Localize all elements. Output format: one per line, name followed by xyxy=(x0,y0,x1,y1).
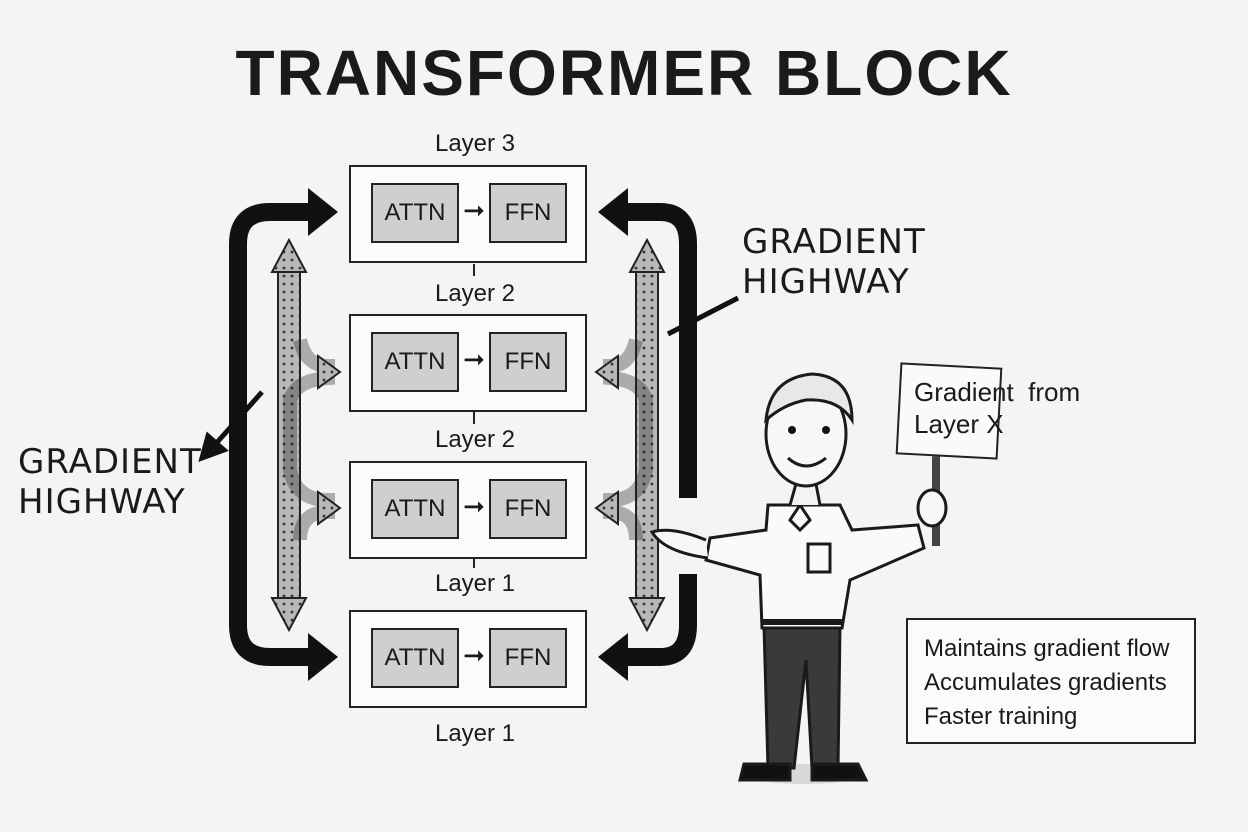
sign-text: Gradient from Layer X xyxy=(914,376,1134,440)
left-highway-arrow xyxy=(229,188,338,681)
highway-label-line: HIGHWAY xyxy=(18,482,186,522)
ffn-box: FFN xyxy=(489,183,567,243)
attn-box: ATTN xyxy=(371,628,459,688)
feature-item: Maintains gradient flow xyxy=(924,635,1170,662)
layer-label: Layer 2 xyxy=(434,426,516,453)
highway-label-line: GRADIENT xyxy=(742,222,926,262)
arrow-right-icon: ➞ xyxy=(463,640,485,670)
feature-item: Faster training xyxy=(924,703,1078,730)
feature-item: Accumulates gradients xyxy=(924,669,1167,696)
features-box: Maintains gradient flow Accumulates grad… xyxy=(906,618,1196,744)
attn-box: ATTN xyxy=(371,479,459,539)
sign-line: Gradient from xyxy=(914,377,1081,407)
ffn-box: FFN xyxy=(489,628,567,688)
layer-label-top: Layer 3 xyxy=(434,130,516,157)
sign-line: Layer X xyxy=(914,409,1004,439)
layer-block-1: ATTN ➞ FFN xyxy=(349,610,587,708)
left-dotted-gradient-paths xyxy=(270,237,342,633)
diagram-title: TRANSFORMER BLOCK xyxy=(235,37,1013,109)
arrow-right-icon: ➞ xyxy=(463,344,485,374)
gradient-highway-label-left: GRADIENT HIGHWAY xyxy=(18,442,202,522)
ffn-box: FFN xyxy=(489,479,567,539)
layer-block-2a: ATTN ➞ FFN xyxy=(349,314,587,412)
attn-box: ATTN xyxy=(371,332,459,392)
layer-block-3: ATTN ➞ FFN xyxy=(349,165,587,263)
layer-label-bottom: Layer 1 xyxy=(434,720,516,747)
highway-label-line: GRADIENT xyxy=(18,442,202,482)
attn-box: ATTN xyxy=(371,183,459,243)
layer-label: Layer 2 xyxy=(434,280,516,307)
layer-block-2b: ATTN ➞ FFN xyxy=(349,461,587,559)
ffn-box: FFN xyxy=(489,332,567,392)
highway-label-line: HIGHWAY xyxy=(742,262,910,302)
gradient-highway-label-right: GRADIENT HIGHWAY xyxy=(742,222,926,302)
presenter-figure xyxy=(649,372,948,784)
arrow-right-icon: ➞ xyxy=(463,195,485,225)
right-dotted-gradient-paths xyxy=(594,237,666,633)
highway-pointers xyxy=(198,295,740,462)
layer-label: Layer 1 xyxy=(434,570,516,597)
right-highway-arrow xyxy=(598,188,697,681)
arrow-right-icon: ➞ xyxy=(463,491,485,521)
